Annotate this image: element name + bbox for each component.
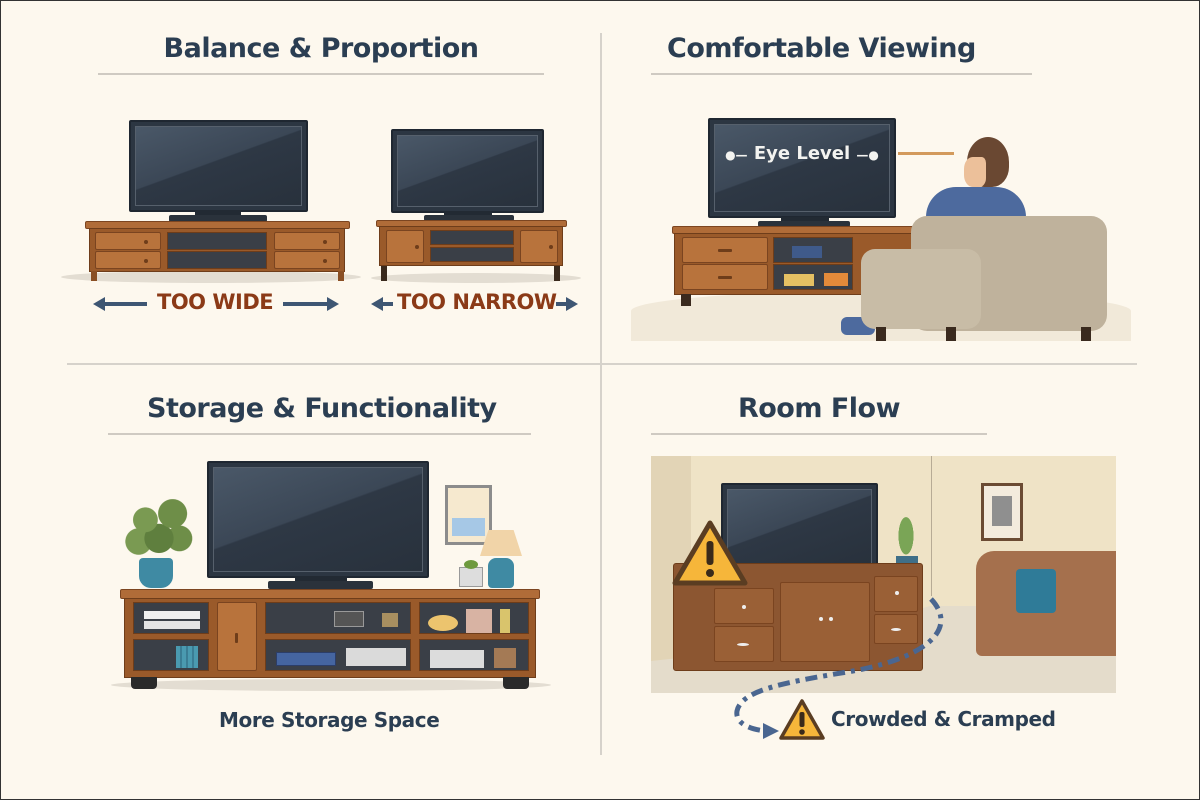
panel-title: Balance & Proportion [163, 33, 479, 64]
tv [391, 129, 544, 213]
warning-triangle-icon [779, 699, 825, 740]
title-underline [98, 73, 544, 75]
panel-title: Comfortable Viewing [667, 33, 976, 64]
title-underline [651, 433, 987, 435]
panel-title: Storage & Functionality [147, 393, 497, 424]
arrow-right-icon [566, 297, 578, 311]
too-narrow-label: TOO NARROW [397, 290, 557, 314]
narrow-tv-stand [379, 226, 563, 266]
title-underline [108, 433, 531, 435]
walking-path [734, 597, 944, 739]
horizontal-divider [67, 363, 1137, 365]
wide-tv-stand [89, 228, 345, 272]
arrow-right-icon [327, 297, 339, 311]
warning-triangle-icon [672, 520, 748, 586]
more-storage-caption: More Storage Space [219, 708, 440, 732]
arrow-left-icon [371, 297, 383, 311]
eye-level-label: Eye Level [753, 143, 851, 164]
tv [207, 461, 429, 578]
tv [129, 120, 308, 212]
vertical-divider [600, 33, 602, 755]
floor-shadow [61, 271, 361, 283]
tv [708, 118, 896, 218]
arrow-left-icon [93, 297, 105, 311]
panel-title: Room Flow [737, 393, 901, 424]
wall-picture [445, 485, 492, 545]
storage-tv-stand [124, 598, 536, 678]
title-underline [651, 73, 1032, 75]
eye-line [898, 152, 954, 155]
small-plant [459, 560, 483, 587]
crowded-cramped-caption: Crowded & Cramped [831, 707, 1056, 731]
tv-stand [674, 233, 914, 295]
too-wide-label: TOO WIDE [157, 290, 274, 314]
